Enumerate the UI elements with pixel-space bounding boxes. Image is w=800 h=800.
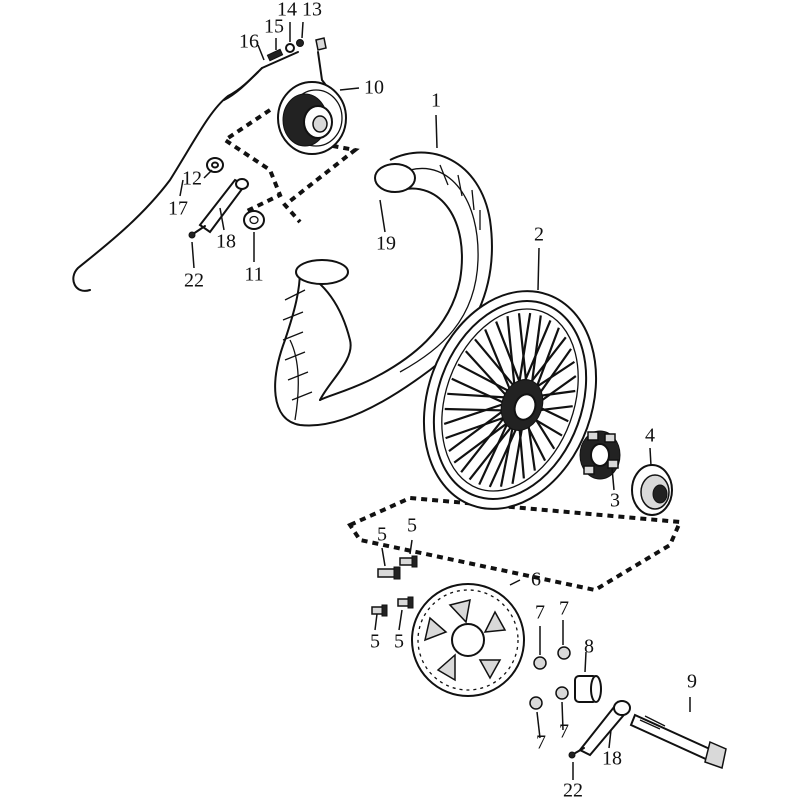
sprocket-icon bbox=[411, 583, 525, 697]
callout-4: 4 bbox=[645, 425, 655, 447]
sprocket-bolts bbox=[371, 555, 418, 617]
bolt-icon bbox=[399, 555, 418, 568]
callout-18a: 18 bbox=[216, 231, 236, 253]
callout-2: 2 bbox=[534, 224, 544, 246]
callout-13: 13 bbox=[302, 0, 322, 21]
sprocket-nuts bbox=[529, 646, 571, 710]
callout-6: 6 bbox=[531, 569, 541, 591]
callout-7a: 7 bbox=[535, 602, 545, 624]
bolt-icon bbox=[397, 596, 414, 609]
bolt-icon bbox=[377, 566, 401, 580]
hub-damper-icon bbox=[579, 430, 621, 480]
callout-9: 9 bbox=[687, 671, 697, 693]
axle-bolt-icon bbox=[629, 713, 727, 769]
callout-15: 15 bbox=[264, 16, 284, 38]
cable-end-parts-icon bbox=[266, 37, 327, 62]
callout-1: 1 bbox=[431, 90, 441, 112]
tire-icon bbox=[274, 151, 493, 427]
callout-5c: 5 bbox=[370, 631, 380, 653]
callout-18b: 18 bbox=[602, 748, 622, 770]
callout-7b: 7 bbox=[559, 598, 569, 620]
spacer-icon bbox=[243, 210, 265, 230]
callout-19: 19 bbox=[376, 233, 396, 255]
collar-icon bbox=[574, 675, 602, 703]
callout-22a: 22 bbox=[184, 270, 204, 292]
callout-8: 8 bbox=[584, 636, 594, 658]
callout-3: 3 bbox=[610, 490, 620, 512]
callout-7c: 7 bbox=[536, 732, 546, 754]
upper-small-parts bbox=[188, 157, 265, 239]
sprocket-flange-icon bbox=[631, 464, 673, 516]
callout-10: 10 bbox=[364, 77, 384, 99]
callout-5b: 5 bbox=[407, 515, 417, 537]
callout-16: 16 bbox=[239, 31, 259, 53]
bolt-icon bbox=[371, 604, 388, 617]
spoked-rim-icon bbox=[422, 290, 598, 510]
callout-12: 12 bbox=[182, 168, 202, 190]
callout-5d: 5 bbox=[394, 631, 404, 653]
leader-lines bbox=[179, 21, 691, 780]
callout-5a: 5 bbox=[377, 524, 387, 546]
callout-numbers: 1 2 3 4 5 5 5 5 6 7 7 7 7 8 9 10 11 12 1… bbox=[168, 0, 697, 800]
lower-adjuster bbox=[568, 700, 631, 759]
callout-11: 11 bbox=[244, 264, 263, 286]
callout-7d: 7 bbox=[559, 721, 569, 743]
brake-cable-icon bbox=[72, 51, 299, 292]
callout-22b: 22 bbox=[563, 780, 583, 800]
brake-panel-icon bbox=[277, 51, 347, 155]
callout-17: 17 bbox=[168, 198, 188, 220]
callout-14: 14 bbox=[277, 0, 297, 21]
